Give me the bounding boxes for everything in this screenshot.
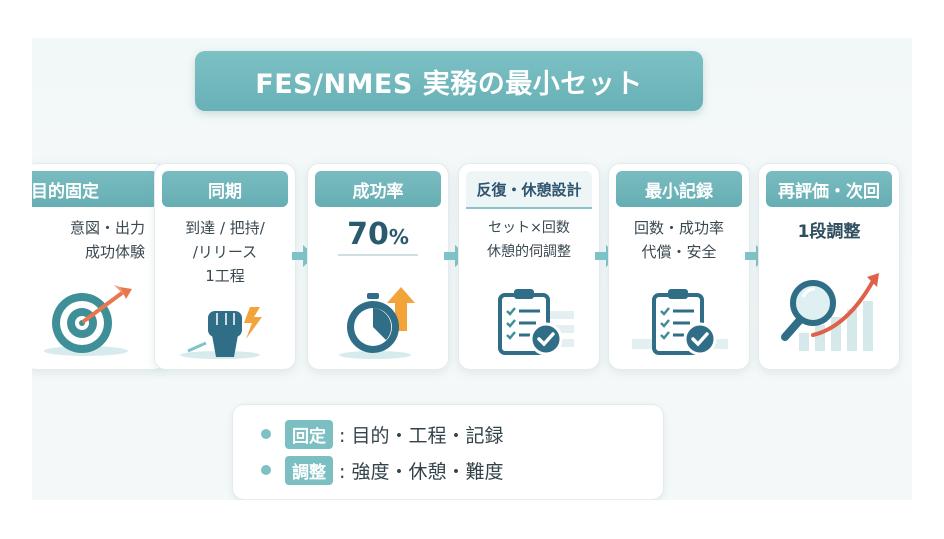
magnifier-growth-icon: [759, 261, 899, 361]
step-card-reassess: 再評価・次回 1段調整: [758, 163, 900, 370]
success-rate-value: 70%: [347, 217, 409, 252]
step-header: 目的固定: [32, 171, 158, 207]
step-line: 1段調整: [797, 222, 861, 242]
legend-text: : 目的・工程・記録: [339, 424, 504, 447]
legend-box: 回定 : 目的・工程・記録 調整 : 強度・休憩・難度: [232, 404, 664, 500]
step-header: 再評価・次回: [766, 171, 892, 207]
step-body: 回数・成功率 代償・安全: [609, 216, 749, 264]
step-line: セット×回数: [488, 220, 570, 236]
flow-arrow-icon: [595, 245, 618, 267]
legend-row-adjust: 調整 : 強度・休憩・難度: [261, 455, 503, 485]
step-line: 1工程: [205, 267, 245, 285]
step-line: 代償・安全: [641, 243, 717, 261]
step-card-repetition-rest: 反復・休憩設計 セット×回数 休憩的伺調整: [458, 163, 600, 370]
step-card-minimal-record: 最小記録 回数・成功率 代償・安全: [608, 163, 750, 370]
step-line: 休憩的伺調整: [487, 244, 571, 260]
step-body: 70%: [308, 218, 448, 254]
flow-arrow-icon: [745, 245, 768, 267]
step-body: 1段調整: [759, 220, 899, 244]
step-body: 意図・出力 成功体験: [32, 216, 165, 264]
legend-tag: 回定: [285, 419, 333, 449]
bullet-dot: [261, 429, 271, 439]
step-body: セット×回数 休憩的伺調整: [459, 216, 599, 264]
target-icon: [32, 281, 165, 361]
step-header: 同期: [162, 171, 288, 207]
step-line: 回数・成功率: [633, 219, 724, 237]
clipboard-check-icon: [609, 281, 749, 361]
step-header: 成功率: [315, 171, 441, 207]
step-body: 到達 / 把持/ /リリース 1工程: [155, 216, 295, 288]
step-line: /リリース: [192, 243, 258, 261]
legend-row-fixed: 回定 : 目的・工程・記録: [261, 419, 503, 449]
divider: [338, 254, 418, 256]
step-card-success-rate: 成功率 70%: [307, 163, 449, 370]
fist-lightning-icon: [155, 301, 295, 361]
step-card-goal: 目的固定 意図・出力 成功体験: [32, 163, 166, 370]
checklist-icon: [459, 281, 599, 361]
diagram-canvas: FES/NMES 実務の最小セット 目的固定 意図・出力 成功体験: [32, 38, 912, 500]
step-line: 成功体験: [84, 243, 145, 261]
bullet-dot: [261, 465, 271, 475]
legend-text: : 強度・休憩・難度: [339, 460, 504, 483]
step-card-sync: 同期 到達 / 把持/ /リリース 1工程: [154, 163, 296, 370]
stopwatch-icon: [308, 281, 448, 361]
step-header: 反復・休憩設計: [466, 171, 592, 209]
flow-arrow-icon: [444, 245, 467, 267]
step-line: 意図・出力: [69, 219, 145, 237]
title-banner: FES/NMES 実務の最小セット: [195, 51, 703, 111]
step-header: 最小記録: [616, 171, 742, 207]
flow-arrow-icon: [292, 245, 315, 267]
step-line: 到達 / 把持/: [185, 219, 265, 237]
legend-tag: 調整: [285, 455, 333, 485]
page-title: FES/NMES 実務の最小セット: [255, 68, 643, 100]
